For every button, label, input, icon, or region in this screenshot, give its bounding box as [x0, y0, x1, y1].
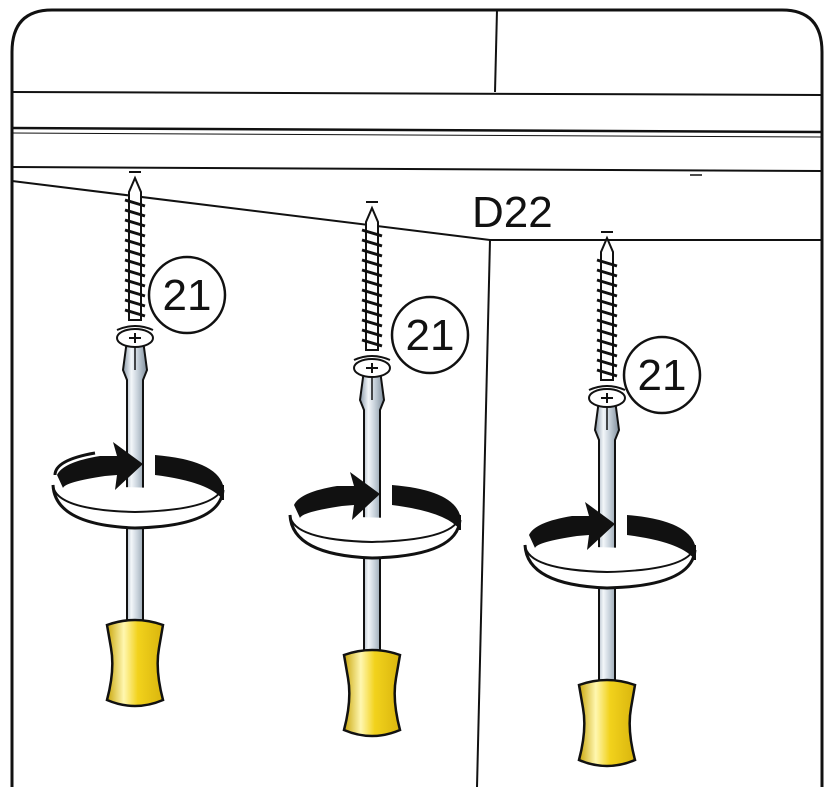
callout-21-badge: 21	[390, 295, 470, 375]
callout-21-text: 21	[163, 271, 212, 320]
screw-icon	[353, 201, 391, 378]
screw-icon	[116, 171, 154, 348]
rotation-arrow-icon	[51, 442, 225, 530]
part-label-d22: D22	[472, 188, 553, 237]
cabinet-lines	[12, 10, 822, 787]
screw-icon	[588, 231, 626, 408]
rotation-arrow-icon	[288, 472, 462, 560]
callout-21-badge: 21	[622, 335, 702, 415]
rotation-arrow-icon	[523, 502, 697, 590]
callout-21-text: 21	[406, 311, 455, 360]
screw-assembly-2: 21	[288, 201, 470, 738]
screw-assembly-1: 21	[51, 171, 227, 708]
callout-21-badge: 21	[147, 255, 227, 335]
screw-assembly-3: 21	[523, 231, 702, 768]
frame-border	[10, 8, 824, 787]
callout-21-text: 21	[638, 351, 687, 400]
